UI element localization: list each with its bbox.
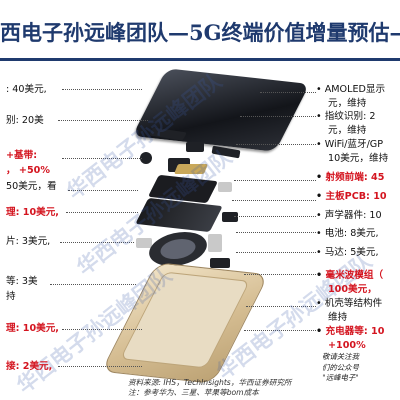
source-note: 资料来源: IHS，TechInsights，华西证券研究所 注：参考华为、三星…: [128, 378, 292, 398]
callout-right-8: 主板PCB: 10: [316, 189, 386, 204]
leader-line: [246, 306, 316, 307]
follow-note-line-2: 们的公众号: [322, 362, 359, 372]
callout-left-4: ， +50%: [6, 165, 50, 176]
leader-line: [236, 232, 316, 233]
callout-right-9: 声学器件: 10: [316, 208, 382, 223]
callout-right-10: 电池: 8美元,: [316, 226, 379, 241]
leader-line: [244, 330, 316, 331]
leader-line: [60, 242, 134, 243]
leader-line: [66, 212, 138, 213]
callout-left-8: 等: 3美: [6, 276, 38, 287]
leader-line: [244, 274, 316, 275]
leader-line: [236, 252, 316, 253]
source-line-2: 注：参考华为、三星、苹果等bom成本: [128, 388, 259, 397]
callout-right-16: 充电器等: 10: [316, 324, 384, 339]
callout-left-11: 接: 2美元,: [6, 361, 53, 372]
leader-line: [62, 329, 142, 330]
slide-title: 西电子孙远峰团队—5G终端价值增量预估—: [0, 20, 400, 45]
callout-left-7: 片: 3美元,: [6, 236, 51, 247]
callout-left-6: 理: 10美元,: [6, 207, 59, 218]
callout-left-2: 别: 20美: [6, 115, 44, 126]
callout-right-13: 100美元，: [328, 284, 377, 295]
callout-right-14: 机壳等结构件: [316, 296, 383, 311]
sim-tray: [218, 182, 232, 192]
callout-right-1: AMOLED显示: [316, 82, 385, 97]
follow-note-line-3: "远峰电子": [322, 373, 359, 382]
callout-right-11: 马达: 5美元,: [316, 245, 379, 260]
teardown-figure: 华西电子孙远峰团队 华西电子孙远峰团队 华西电子孙远峰团队 华西电子孙远峰团队 …: [0, 62, 400, 400]
speaker-part: [140, 152, 152, 164]
antenna-flex: [210, 258, 230, 268]
callout-left-10: 理: 10美元,: [6, 323, 59, 334]
leader-line: [260, 92, 316, 93]
callout-left-5: 50美元，看: [6, 181, 57, 192]
callout-left-9: 持: [6, 291, 16, 302]
leader-line: [240, 116, 316, 117]
callout-left-3: +基带:: [6, 150, 38, 161]
leader-line: [234, 216, 316, 217]
leader-line: [68, 190, 138, 191]
leader-line: [62, 89, 142, 90]
callout-right-2: 元，维持: [328, 98, 367, 109]
callout-right-5: WiFi/蓝牙/GP: [316, 137, 383, 152]
callout-right-7: 射频前端: 45: [316, 170, 384, 185]
callout-right-15: 维持: [328, 312, 348, 323]
source-line-1: 资料来源: IHS，TechInsights，华西证券研究所: [128, 378, 292, 387]
leader-line: [62, 158, 142, 159]
follow-note: 敬请关注我 们的公众号 "远峰电子": [322, 352, 359, 384]
callout-right-4: 元，维持: [328, 125, 367, 136]
callout-right-6: 10美元，维持: [328, 153, 389, 164]
title-divider: [0, 58, 400, 61]
callout-right-12: 毫米波模组（: [316, 268, 383, 283]
speaker-module: [208, 234, 222, 252]
callout-left-1: : 40美元,: [6, 84, 47, 95]
leader-line: [58, 120, 148, 121]
leader-line: [232, 200, 316, 201]
bracket-part: [136, 238, 152, 248]
leader-line: [50, 284, 136, 285]
callout-right-17: +100%: [328, 340, 366, 351]
front-camera-module: [186, 142, 204, 152]
leader-line: [234, 180, 316, 181]
leader-line: [58, 366, 142, 367]
follow-note-line-1: 敬请关注我: [322, 352, 359, 361]
taptic-engine: [222, 212, 238, 222]
callout-right-3: 指纹识别: 2: [316, 109, 376, 124]
leader-line: [236, 144, 316, 145]
